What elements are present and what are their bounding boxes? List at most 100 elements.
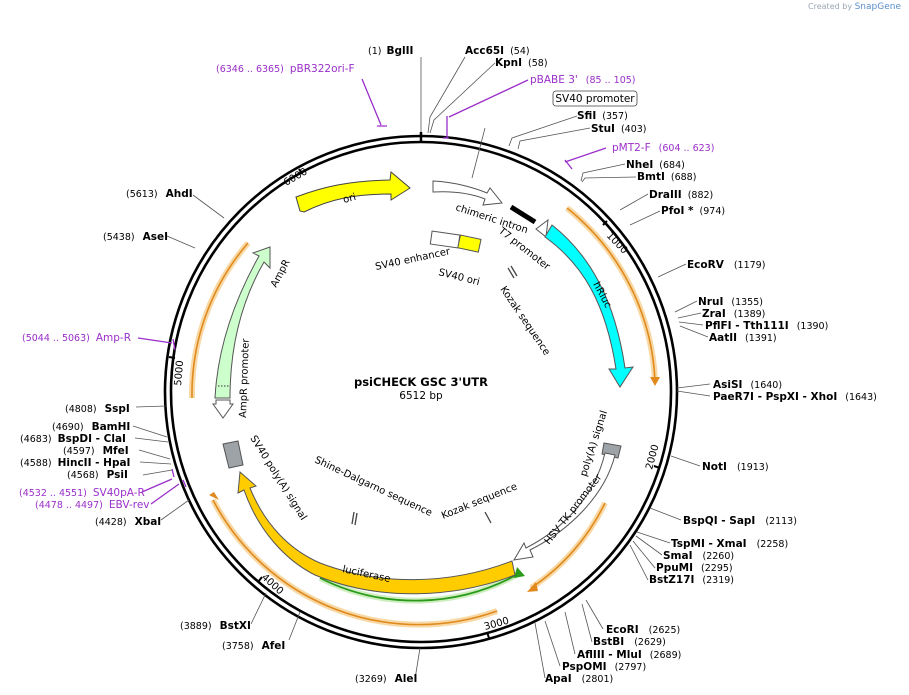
leader-pflfi xyxy=(678,321,704,326)
hsv-tk-promoter-arrow xyxy=(513,452,616,561)
ruler-tick-6000 xyxy=(298,168,303,175)
leader-bspdi xyxy=(134,437,169,443)
leader-zrai xyxy=(677,312,702,319)
orf-band-bottom xyxy=(210,498,499,628)
leader-mfei xyxy=(138,449,171,460)
site-pflfi: PflFI - Tth111I(1390) xyxy=(705,320,828,332)
ruler-tick-3000 xyxy=(486,631,490,639)
leader-aatii xyxy=(679,325,709,338)
site-tspmi: TspMI - XmaI(2258) xyxy=(671,538,788,550)
site-hincii: (4588)HincII - HpaI xyxy=(20,457,130,469)
hsv-tk-promoter-label: HSV TK promoter xyxy=(543,472,605,547)
leader-nhei xyxy=(580,163,626,182)
leader-bstxi xyxy=(250,592,267,625)
site-draiii: DraIII(882) xyxy=(649,189,713,201)
leader-ecori xyxy=(585,599,604,630)
site-kpni: KpnI(58) xyxy=(495,57,548,69)
ori-arrow xyxy=(295,171,411,213)
sv40-ori-label: SV40 ori xyxy=(437,267,481,288)
primer-ampr: (5044 .. 5063)Amp-R xyxy=(22,332,131,344)
site-ecorv: EcoRV(1179) xyxy=(687,259,765,271)
leader-afliii xyxy=(564,611,576,655)
luciferase-arrow xyxy=(237,470,516,595)
primer-mark-pbabe3 xyxy=(443,79,529,139)
ruler-tick-1000 xyxy=(602,220,608,226)
leader-ahdi xyxy=(192,194,225,219)
orf-band-bottom-line xyxy=(212,499,498,626)
leader-kpni xyxy=(429,62,496,134)
leader-asei xyxy=(166,235,196,249)
ruler-tick-2000 xyxy=(653,465,661,469)
green-orf-arrow xyxy=(514,567,525,578)
ruler-tick-5000 xyxy=(168,356,176,359)
site-apai: ApaI(2801) xyxy=(545,673,613,685)
snapgene-brand: SnapGene xyxy=(854,2,901,12)
primer-pbr322ori: (6346 .. 6365)pBR322ori-F xyxy=(216,63,355,75)
chimeric-intron-arrow xyxy=(432,180,503,206)
leader-ecorv xyxy=(657,263,687,278)
leader-afei xyxy=(288,611,301,641)
site-asisi: AsiSI(1640) xyxy=(713,379,782,391)
leader-hincii xyxy=(139,461,172,465)
orf-band-left-line xyxy=(191,242,249,399)
primer-pbabe3: pBABE 3'(85 .. 105) xyxy=(530,74,636,86)
kozak-2-marker xyxy=(484,511,492,524)
site-paer7i: PaeR7I - PspXI - XhoI(1643) xyxy=(713,391,877,403)
shine-dalgarno-marker-a xyxy=(351,511,355,525)
ampr-arrow xyxy=(214,246,271,399)
leader-pfoi xyxy=(629,210,661,226)
leader-bstz17i xyxy=(629,544,649,581)
site-labels: (1)BglII Acc65I(54) KpnI(58) SfiI(357) S… xyxy=(20,45,877,685)
site-sfii: SfiI(357) xyxy=(577,110,628,122)
leader-nrui xyxy=(674,300,698,313)
leader-asisi xyxy=(676,383,711,389)
t7-promoter-arrow xyxy=(535,218,549,238)
leader-apai xyxy=(534,622,546,679)
ruler-label-5000: 5000 xyxy=(173,360,186,386)
leader-smai xyxy=(635,535,663,556)
green-orf-line xyxy=(319,572,521,602)
site-afliii: AflIII - MluI(2689) xyxy=(577,649,681,661)
ampr-label: AmpR xyxy=(269,258,293,290)
site-bstxi: (3889)BstXI xyxy=(180,620,251,632)
black-feature-bar xyxy=(509,204,537,225)
site-ecori: EcoRI(2625) xyxy=(606,624,680,636)
leader-acc65i xyxy=(427,56,466,134)
site-sspi: (4808)SspI xyxy=(65,403,130,415)
leader-alei xyxy=(414,647,421,680)
site-alei: (3269)AleI xyxy=(355,673,417,685)
ampr-promoter-arrow xyxy=(212,399,234,419)
plasmid-name: psiCHECK GSC 3'UTR xyxy=(354,375,488,389)
site-bspqi: BspQI - SapI(2113) xyxy=(683,515,797,527)
orf-band-right-line xyxy=(566,207,656,382)
site-pfoi: PfoI *(974) xyxy=(661,205,725,217)
site-noti: NotI(1913) xyxy=(702,461,769,473)
shine-dalgarno-label: Shine-Dalgarno sequence xyxy=(313,455,434,519)
site-aatii: AatII(1391) xyxy=(709,332,777,344)
site-stui: StuI(403) xyxy=(591,123,647,135)
site-bstz17i: BstZ17I(2319) xyxy=(649,574,734,586)
leader-ppumi xyxy=(632,540,656,569)
site-smai: SmaI(2260) xyxy=(663,550,734,562)
site-asei: (5438)AseI xyxy=(103,231,168,243)
site-leader-lines xyxy=(132,56,711,680)
site-mfei: (4597)MfeI xyxy=(63,445,129,457)
site-zrai: ZraI(1389) xyxy=(702,308,765,320)
leader-sspi xyxy=(135,405,167,408)
site-nrui: NruI(1355) xyxy=(698,296,763,308)
sv40-polya-box xyxy=(222,440,244,469)
site-bspdi: (4683)BspDI - ClaI xyxy=(20,433,126,445)
site-nhei: NheI(684) xyxy=(626,159,685,171)
site-psii: (4568)PsiI xyxy=(67,469,128,481)
primer-mark-pmt2f xyxy=(564,147,607,170)
site-bstbi: BstBI(2629) xyxy=(593,636,666,648)
plasmid-length: 6512 bp xyxy=(399,390,443,402)
sv40-enhancer-box xyxy=(429,230,461,249)
chimeric-intron-label: chimeric intron xyxy=(454,202,529,236)
orf-band-bottom-arrow xyxy=(209,492,219,500)
leader-xbai xyxy=(160,499,190,521)
primer-marks xyxy=(137,78,607,505)
leader-draiii xyxy=(619,193,649,211)
leader-sv40-promoter xyxy=(471,127,486,179)
leader-pspomi xyxy=(544,620,561,667)
